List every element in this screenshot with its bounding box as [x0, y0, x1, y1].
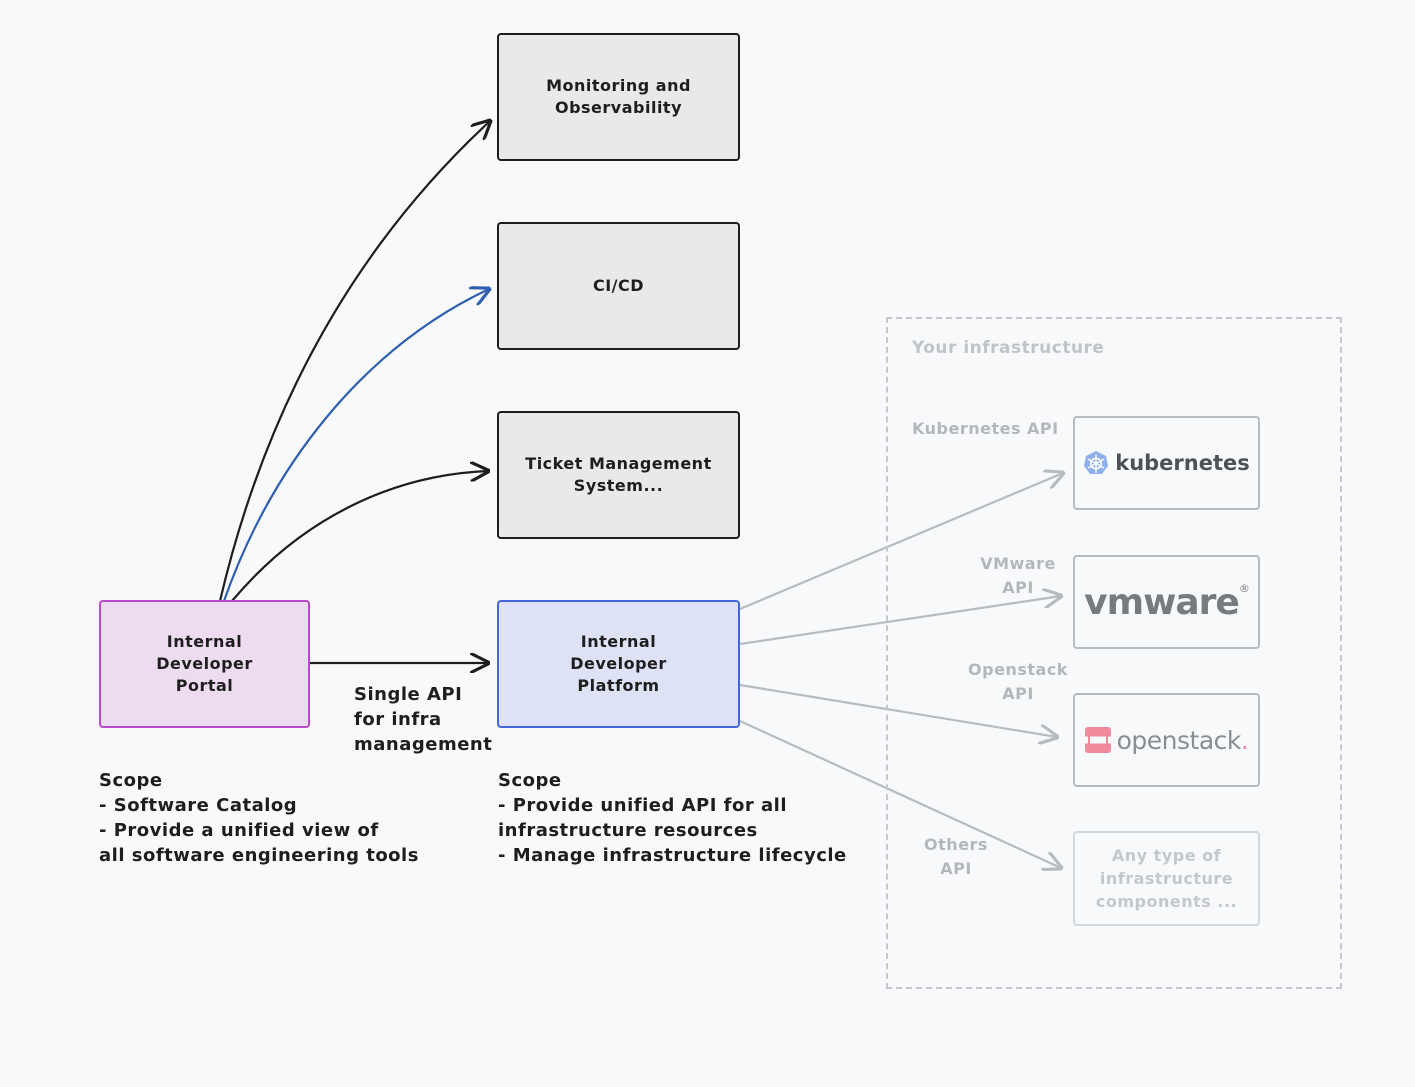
ticket-label: Ticket Management System... — [525, 454, 712, 495]
other-infrastructure-node: Any type of infrastructure components ..… — [1073, 831, 1260, 926]
openstack-node: openstack. — [1073, 693, 1260, 787]
infrastructure-title: Your infrastructure — [912, 338, 1105, 358]
portal-label: Internal Developer Portal — [156, 632, 253, 695]
vmware-api-label: VMware API — [980, 554, 1056, 597]
ticket-node: Ticket Management System... — [497, 411, 740, 539]
monitoring-label: Monitoring and Observability — [546, 76, 691, 117]
kubernetes-api-label: Kubernetes API — [912, 419, 1059, 438]
others-api-label: Others API — [924, 835, 988, 878]
infrastructure-frame — [886, 317, 1342, 989]
platform-scope-text: Scope - Provide unified API for all infr… — [498, 770, 847, 866]
openstack-api-label: Openstack API — [968, 660, 1068, 703]
openstack-logo-dot: . — [1240, 725, 1249, 755]
kubernetes-node: kubernetes — [1073, 416, 1260, 510]
arrow-platform-to-kubernetes — [739, 473, 1063, 611]
portal-scope-text: Scope - Software Catalog - Provide a uni… — [99, 770, 419, 866]
vmware-logo: vmware® — [1084, 581, 1250, 623]
openstack-logo: openstack. — [1084, 725, 1249, 755]
openstack-square-icon — [1084, 727, 1111, 753]
arrow-portal-to-ticket — [231, 471, 488, 602]
any-type-label: Any type of infrastructure components ..… — [1095, 846, 1238, 911]
arrow-platform-to-openstack — [739, 683, 1057, 737]
arrow-portal-to-monitoring — [218, 121, 490, 602]
arrow-platform-to-others — [739, 719, 1061, 868]
arrow-portal-to-cicd — [222, 289, 489, 602]
vmware-logo-text: vmware — [1084, 581, 1240, 623]
portal-node: Internal Developer Portal — [99, 600, 310, 728]
arrow-platform-to-vmware — [739, 596, 1061, 646]
cicd-node: CI/CD — [497, 222, 740, 350]
platform-node: Internal Developer Platform — [497, 600, 740, 728]
monitoring-node: Monitoring and Observability — [497, 33, 740, 161]
kubernetes-logo-text: kubernetes — [1115, 451, 1250, 475]
platform-label: Internal Developer Platform — [570, 632, 667, 695]
kubernetes-logo: kubernetes — [1083, 450, 1250, 476]
vmware-node: vmware® — [1073, 555, 1260, 649]
cicd-label: CI/CD — [592, 276, 645, 295]
vmware-registered-mark: ® — [1238, 581, 1250, 595]
kubernetes-wheel-icon — [1084, 451, 1109, 474]
openstack-logo-text: openstack — [1116, 725, 1242, 755]
single-api-label: Single API for infra management — [354, 684, 493, 755]
